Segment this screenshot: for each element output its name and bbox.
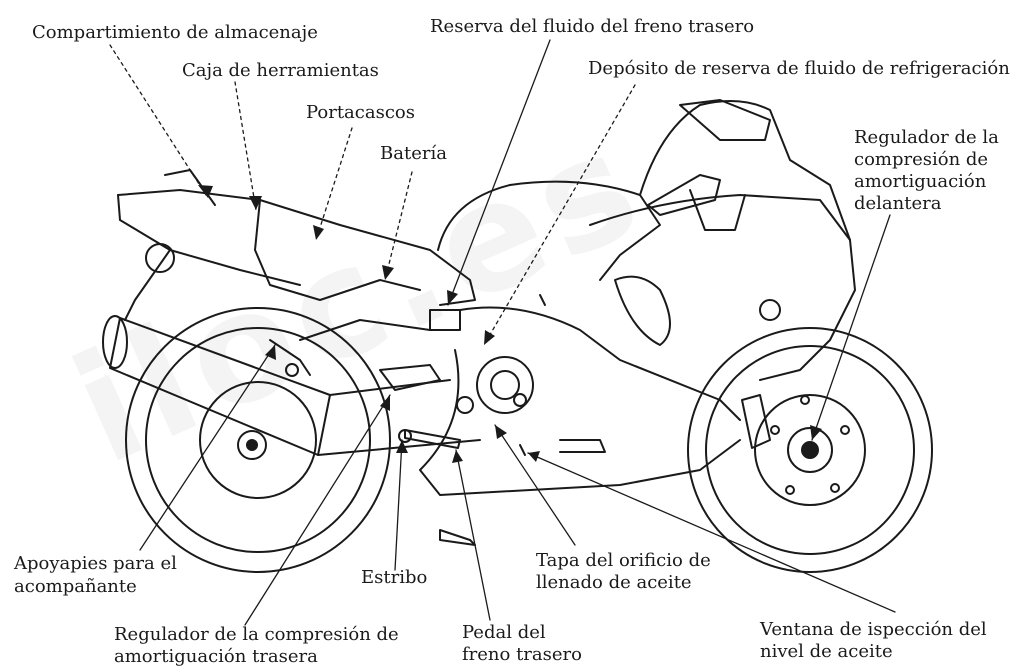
label-toolbox: Caja de herramientas (182, 60, 379, 82)
label-front-damping-4: delantera (854, 193, 941, 215)
rear-wheel (126, 308, 390, 572)
label-brake-pedal-2: freno trasero (462, 644, 582, 666)
label-oil-filler-2: llenado de aceite (536, 572, 692, 594)
leader-coolant (484, 85, 635, 345)
leader-toolbox (235, 82, 256, 210)
leader-brake-pedal (456, 450, 490, 620)
label-brake-pedal-1: Pedal del (462, 622, 546, 644)
leader-battery (385, 172, 412, 280)
label-footpeg: Estribo (361, 567, 427, 589)
tank-fairing (420, 101, 855, 495)
engine-frame (270, 295, 545, 545)
label-rear-damping-1: Regulador de la compresión de (114, 624, 399, 646)
label-front-damping-3: amortiguación (854, 171, 986, 193)
leader-rear-damping (245, 395, 390, 625)
label-rear-brake-reservoir: Reserva del fluido del freno trasero (430, 16, 754, 38)
label-passenger-footpeg-1: Apoyapies para el (14, 553, 177, 575)
label-front-damping-1: Regulador de la (854, 127, 999, 149)
label-helmet-holder: Portacascos (306, 102, 415, 124)
label-oil-window-1: Ventana de ispección del (760, 619, 987, 641)
handlebar-mirror (648, 100, 780, 320)
leader-oil-filler (495, 425, 575, 545)
label-oil-window-2: nivel de aceite (760, 641, 893, 663)
label-rear-damping-2: amortiguación trasera (114, 646, 318, 668)
label-passenger-footpeg-2: acompañante (14, 576, 137, 598)
seat-tail (118, 170, 475, 320)
label-front-damping-2: compresión de (854, 149, 988, 171)
leader-rear-brake-reservoir (448, 40, 550, 305)
label-oil-filler-1: Tapa del orificio de (536, 550, 711, 572)
label-coolant-reservoir: Depósito de reserva de fluido de refrige… (588, 58, 1010, 80)
leader-footpeg (395, 440, 402, 570)
arrowheads (198, 185, 822, 463)
front-wheel (688, 328, 932, 572)
label-battery: Batería (380, 143, 447, 165)
label-storage: Compartimiento de almacenaje (32, 22, 318, 44)
